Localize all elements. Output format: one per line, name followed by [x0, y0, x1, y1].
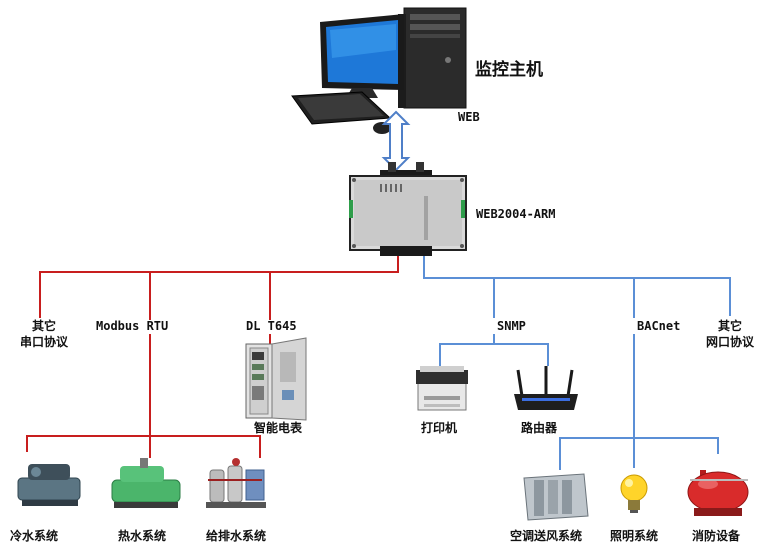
hvac-label: 空调送风系统: [510, 529, 583, 543]
network-other-label: 其它 网口协议: [698, 318, 762, 350]
chiller-icon: [17, 464, 81, 506]
hot-water-label: 热水系统: [118, 529, 167, 543]
dl-t645-label: DL T645: [246, 319, 297, 333]
computer-icon: [291, 7, 467, 134]
serial-other-label: 其它 串口协议: [14, 318, 74, 350]
serial-other-line1: 其它: [31, 319, 56, 333]
host-label: 监控主机: [475, 60, 543, 80]
hot-water-unit-icon: [111, 458, 181, 508]
printer-icon: [416, 366, 468, 411]
hvac-unit-icon: [523, 473, 589, 521]
modbus-rtu-label: Modbus RTU: [96, 319, 169, 333]
cabinet-icon: [245, 337, 307, 421]
serial-bus-lines: [26, 256, 399, 458]
printer-label: 打印机: [421, 421, 458, 435]
network-other-line1: 其它: [717, 319, 742, 333]
router-label: 路由器: [521, 421, 558, 435]
snmp-label: SNMP: [497, 319, 526, 333]
smart-meter-label: 智能电表: [254, 421, 303, 435]
gateway-model-label: WEB2004-ARM: [476, 207, 556, 221]
bacnet-label: BACnet: [637, 319, 681, 333]
lightbulb-icon: [620, 474, 648, 513]
network-other-line2: 网口协议: [705, 335, 754, 349]
fire-label: 消防设备: [692, 529, 741, 543]
gateway-device-icon: [349, 162, 467, 256]
lighting-label: 照明系统: [610, 529, 659, 543]
chiller-label: 冷水系统: [10, 529, 59, 543]
router-icon: [514, 366, 578, 410]
water-supply-label: 给排水系统: [206, 529, 267, 543]
double-arrow-icon: [381, 110, 411, 172]
pump-station-icon: [206, 458, 266, 508]
fire-tank-icon: [687, 470, 749, 516]
network-bus-lines: [423, 256, 731, 470]
serial-other-line2: 串口协议: [19, 335, 68, 349]
web-label: WEB: [458, 110, 480, 124]
